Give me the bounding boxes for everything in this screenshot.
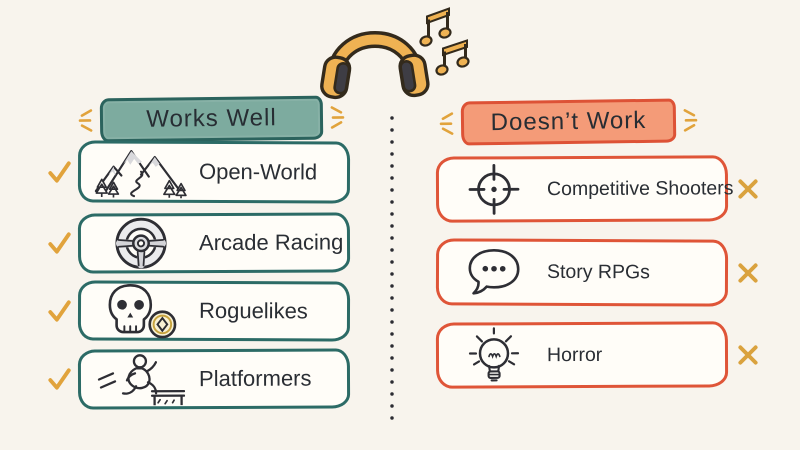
x-icon bbox=[728, 343, 768, 367]
genre-card-horror: Horror bbox=[435, 321, 729, 389]
music-notes-icon bbox=[419, 7, 470, 76]
sparkle-icon bbox=[683, 109, 698, 132]
mountains-icon bbox=[93, 144, 189, 199]
sparkle-icon bbox=[78, 109, 93, 132]
check-icon bbox=[40, 230, 78, 256]
doesnt-work-banner: Doesn’t Work bbox=[439, 98, 698, 146]
headphones-icon bbox=[320, 7, 470, 100]
genre-card-arcade-racing: Arcade Racing bbox=[77, 212, 351, 274]
genre-label: Competitive Shooters bbox=[546, 176, 734, 200]
genre-card-platformers: Platformers bbox=[77, 348, 351, 410]
genre-label: Arcade Racing bbox=[198, 229, 344, 256]
genre-card-roguelikes: Roguelikes bbox=[77, 280, 351, 342]
genre-card-open-world: Open-World bbox=[77, 140, 351, 204]
crosshair-icon bbox=[451, 162, 537, 216]
lightbulb-icon bbox=[451, 326, 537, 384]
list-item: Roguelikes bbox=[40, 280, 351, 342]
doesnt-work-title: Doesn’t Work bbox=[490, 106, 647, 137]
list-item: Horror bbox=[435, 321, 768, 389]
works-well-banner: Works Well bbox=[78, 95, 345, 143]
skull-coin-icon bbox=[93, 282, 189, 339]
x-icon bbox=[728, 177, 768, 201]
list-item: Competitive Shooters bbox=[435, 155, 768, 223]
list-item: Platformers bbox=[40, 348, 351, 410]
sparkle-icon bbox=[330, 106, 345, 129]
genre-label: Story RPGs bbox=[546, 260, 650, 284]
runner-platform-icon bbox=[93, 353, 189, 406]
steering-wheel-icon bbox=[93, 216, 189, 270]
check-icon bbox=[40, 366, 78, 392]
list-item: Arcade Racing bbox=[40, 212, 351, 274]
genre-label: Roguelikes bbox=[198, 297, 308, 324]
dotted-divider bbox=[390, 112, 394, 428]
x-icon bbox=[728, 261, 768, 285]
genre-card-story-rpgs: Story RPGs bbox=[435, 238, 729, 307]
list-item: Open-World bbox=[40, 140, 351, 204]
genre-label: Horror bbox=[546, 343, 603, 366]
speech-bubble-icon bbox=[451, 245, 537, 299]
check-icon bbox=[40, 298, 78, 324]
genre-label: Open-World bbox=[198, 158, 318, 185]
check-icon bbox=[40, 159, 78, 185]
list-item: Story RPGs bbox=[435, 238, 768, 307]
sparkle-icon bbox=[439, 112, 454, 135]
genre-label: Platformers bbox=[198, 365, 312, 392]
works-well-title: Works Well bbox=[146, 104, 277, 133]
genre-card-competitive-shooters: Competitive Shooters bbox=[435, 155, 733, 223]
